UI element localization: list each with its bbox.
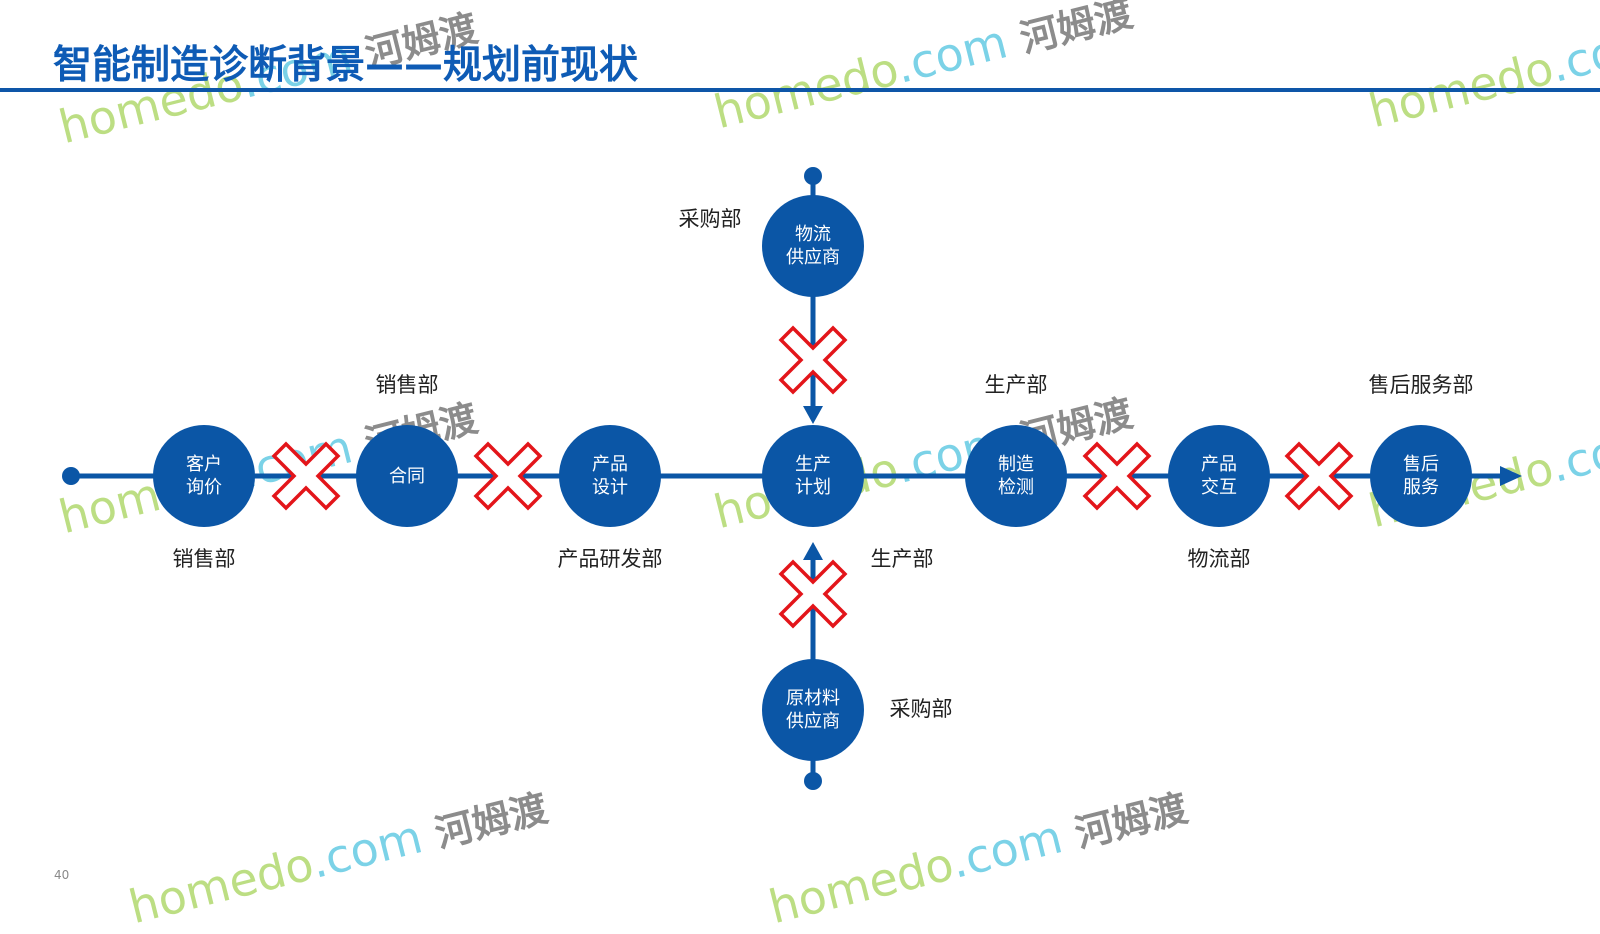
node-label: 询价: [186, 477, 222, 498]
node-label: 原材料: [786, 688, 840, 709]
node-label: 合同: [389, 465, 425, 487]
broken-link-cross-icon: [778, 325, 848, 395]
broken-link-cross-icon: [1284, 441, 1354, 511]
vertical-top-dot: [804, 167, 822, 185]
process-node-plan: 生产计划: [762, 425, 864, 527]
department-label: 采购部: [678, 207, 742, 231]
node-label: 供应商: [786, 247, 840, 268]
process-node-service: 售后服务: [1370, 425, 1472, 527]
node-label: 交互: [1201, 477, 1237, 498]
department-label: 生产部: [984, 373, 1048, 397]
node-label: 生产: [795, 454, 831, 475]
department-label: 生产部: [870, 547, 934, 571]
node-label: 物流: [795, 224, 831, 245]
node-label: 计划: [795, 477, 831, 498]
process-node-contract: 合同: [356, 425, 458, 527]
main-flow-start-dot: [62, 467, 80, 485]
process-node-design: 产品设计: [559, 425, 661, 527]
node-label: 设计: [592, 477, 628, 498]
node-label: 产品: [1201, 454, 1237, 475]
node-label: 产品: [592, 454, 628, 475]
broken-link-cross-icon: [778, 559, 848, 629]
process-node-material-supplier: 原材料供应商: [762, 659, 864, 761]
node-label: 供应商: [786, 711, 840, 732]
node-label: 客户: [186, 454, 222, 475]
node-label: 检测: [998, 477, 1034, 498]
vertical-top-arrowhead: [803, 406, 823, 424]
department-label: 物流部: [1187, 547, 1251, 571]
department-label: 销售部: [172, 547, 236, 571]
process-node-customer: 客户询价: [153, 425, 255, 527]
node-label: 制造: [998, 454, 1034, 475]
process-node-delivery: 产品交互: [1168, 425, 1270, 527]
page-title: 智能制造诊断背景——规划前现状: [53, 43, 639, 88]
broken-link-cross-icon: [1082, 441, 1152, 511]
department-label: 售后服务部: [1368, 373, 1474, 397]
vertical-bottom-arrowhead: [803, 542, 823, 560]
department-label: 销售部: [375, 373, 439, 397]
vertical-bottom-dot: [804, 772, 822, 790]
broken-link-cross-icon: [473, 441, 543, 511]
process-node-logistics-supplier: 物流供应商: [762, 195, 864, 297]
main-flow-arrowhead: [1500, 466, 1522, 486]
title-divider: [0, 88, 1600, 92]
department-label: 产品研发部: [557, 547, 663, 571]
node-label: 服务: [1403, 477, 1439, 498]
broken-link-cross-icon: [271, 441, 341, 511]
department-label: 采购部: [889, 697, 953, 721]
process-node-inspect: 制造检测: [965, 425, 1067, 527]
page-number: 40: [54, 868, 70, 882]
node-label: 售后: [1403, 454, 1439, 475]
